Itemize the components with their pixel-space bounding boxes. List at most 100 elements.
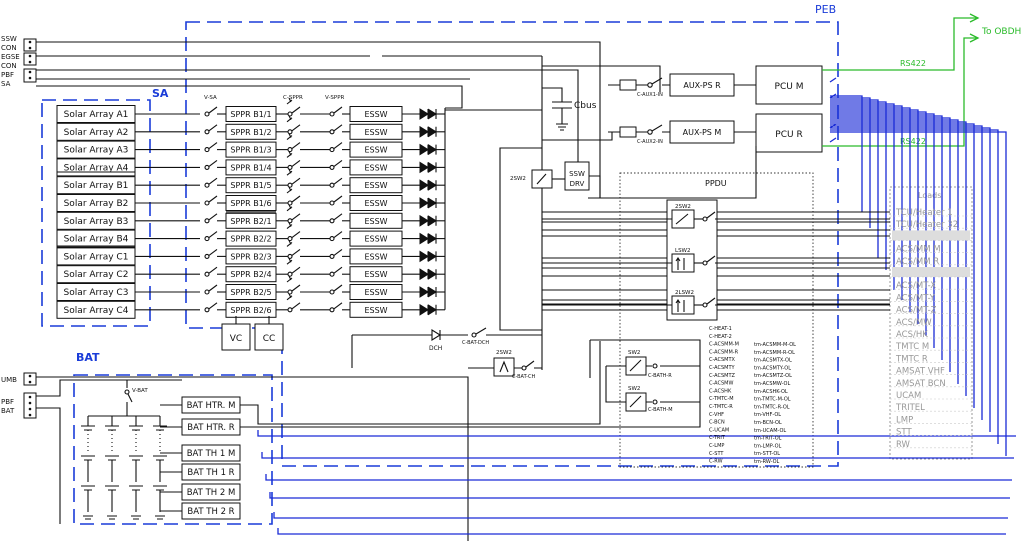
bath-switches: SW2 SW2 C-BATH-R C-BATH-M (589, 339, 701, 413)
essw-label: ESSW (364, 163, 387, 172)
bat-label: BAT (76, 351, 100, 364)
solar-array-label: Solar Array B4 (64, 235, 129, 245)
sppr-label: SPPR B1/1 (230, 110, 271, 119)
sppr-label: SPPR B2/3 (230, 252, 271, 261)
battery-cell-string (81, 416, 95, 520)
ppdu-cmd-label: C-ACSHK (709, 388, 732, 394)
load-item: AMSAT VHF (890, 367, 972, 377)
ppdu-switch-label: 2SW2 (675, 204, 691, 210)
ppdu-cmd-label: C-STT (709, 451, 724, 457)
ppdu-tlm-label: tm-VHF-OL (754, 412, 781, 418)
load-label: UCAM (896, 391, 921, 401)
essw-label: ESSW (364, 199, 387, 208)
ppdu-tlm-label: tm-LMP-OL (754, 443, 782, 449)
ppdu-switch-block: 2SW2 (542, 204, 890, 229)
svg-text:2SW2: 2SW2 (496, 350, 512, 356)
battery-box-label: BAT HTR. R (187, 423, 234, 433)
peb-label: PEB (815, 3, 836, 16)
connector-wires (36, 41, 601, 541)
essw-label: ESSW (364, 288, 387, 297)
ppdu-switch-block: LSW2 (542, 248, 890, 273)
sppr-label: SPPR B2/2 (230, 235, 271, 244)
ppdu-command-list: C-HEAT-1C-HEAT-2C-ACSMM-MC-ACSMM-RC-ACSM… (709, 326, 796, 465)
ppdu-tlm-label: tm-ACSMTX-OL (754, 358, 792, 364)
loads-label: Loads (918, 191, 941, 200)
essw-label: ESSW (364, 181, 387, 190)
load-label: AMSAT VHF (896, 367, 945, 377)
ppdu-cmd-label: C-ACSMTZ (709, 373, 736, 379)
ppdu-cmd-label: C-ACSMW (709, 381, 733, 387)
cc-box: CC (254, 323, 284, 351)
solar-array-label: Solar Array C4 (64, 306, 129, 316)
svg-text:2SW2: 2SW2 (510, 176, 526, 182)
svg-text:C-AUX2-IN: C-AUX2-IN (637, 139, 663, 145)
aux-ps-m-label: AUX-PS M (683, 128, 722, 137)
aux-ps-bottom: C-AUX2-IN AUX-PS M (608, 120, 756, 145)
svg-text:SSW: SSW (569, 170, 585, 178)
sppr-label: SPPR B2/4 (230, 270, 271, 279)
svg-text:C-BATH-M: C-BATH-M (648, 407, 673, 413)
load-item: LMP (890, 415, 972, 425)
load-label: AMSAT BCN (896, 379, 946, 389)
ppdu-cmd-label: C-TMTC-R (709, 404, 733, 410)
load-item: TCU/Heater 1 (890, 208, 972, 218)
svg-text:SW2: SW2 (628, 350, 640, 356)
ssw-label: SSW (1, 35, 17, 43)
load-item: ACS/MT-X (890, 281, 972, 291)
ppdu-tlm-label: tm-TMTC-R-OL (754, 404, 790, 410)
essw-label: ESSW (364, 217, 387, 226)
solar-array-label: Solar Array B3 (64, 217, 129, 227)
load-label: TRITEL (895, 403, 925, 413)
solar-array-label: Solar Array A4 (64, 163, 129, 173)
svg-text:PCU M: PCU M (775, 82, 804, 92)
essw-label: ESSW (364, 270, 387, 279)
load-item (890, 230, 972, 241)
load-label: ACS/MT-X (896, 281, 936, 291)
svg-text:DRV: DRV (570, 180, 585, 188)
load-item: STT (890, 428, 972, 438)
load-label: TCU/Heater 32 (895, 220, 958, 230)
svg-text:C-BATH-R: C-BATH-R (648, 373, 672, 379)
cbus-label: Cbus (574, 101, 597, 111)
ppdu-tlm-label: tm-STT-OL (754, 451, 780, 457)
load-label: TMTC R (895, 354, 928, 364)
ssw-con-label: CON (1, 44, 17, 52)
load-label: ACS/MT-Z (896, 306, 937, 316)
load-label: ACS/MT-Y (896, 293, 936, 303)
load-label: STT (896, 428, 912, 438)
battery-cell-string (129, 416, 143, 520)
pcu-r: PCU R (755, 113, 823, 153)
ppdu-tlm-label: tm-ACSMTZ-OL (754, 373, 792, 379)
pbf-sa-label: SA (1, 80, 11, 88)
ppdu-switch-block: 2LSW2 (542, 290, 890, 315)
solar-array-row: Solar Array C2 SPPR B2/4 ESSW (56, 257, 445, 284)
v-sppr-label: V-SPPR (325, 95, 345, 101)
battery-box: BAT TH 1 R (160, 463, 241, 481)
battery-box-label: BAT TH 2 M (187, 488, 236, 498)
load-item: ACS/MT-Y (890, 293, 972, 303)
ssw-2sw2: 2SW2 (499, 147, 553, 331)
connector-egse-con: EGSE CON (1, 52, 37, 70)
load-item: TMTC M (890, 342, 972, 352)
telemetry-lines (257, 77, 1016, 535)
ppdu-cmd-label: C-ACSMTY (709, 365, 736, 371)
ppdu-label: PPDU (705, 179, 727, 188)
load-item: TCU/Heater 32 (890, 220, 972, 230)
sppr-label: SPPR B1/2 (230, 128, 271, 137)
ssw-drv-box: SSW DRV (552, 161, 590, 191)
sppr-label: SPPR B1/5 (230, 181, 271, 190)
loads-region: Loads (889, 186, 973, 460)
solar-array-label: Solar Array C2 (64, 270, 129, 280)
umb-label: UMB (1, 376, 17, 384)
ppdu-cmd-label: C-LMP (709, 443, 724, 449)
ppdu-cmd-label: C-ACSMTX (709, 357, 736, 363)
solar-array-label: Solar Array A2 (64, 128, 129, 138)
svg-text:VC: VC (230, 334, 242, 344)
